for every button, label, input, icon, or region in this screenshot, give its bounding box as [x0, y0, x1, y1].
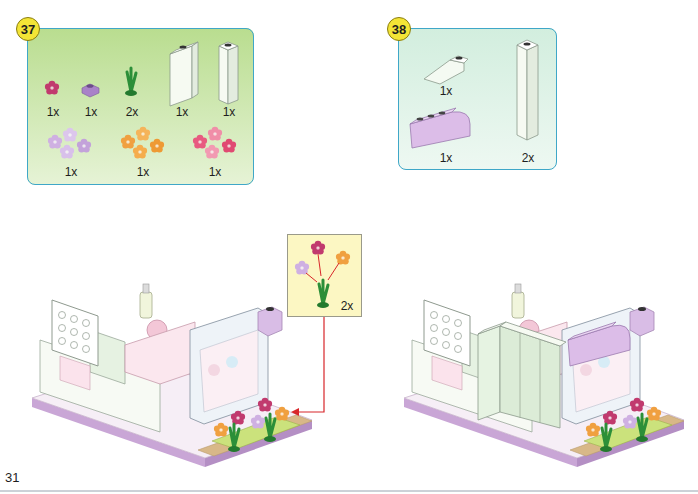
page-number: 31	[5, 471, 19, 484]
quantity-label: 1x	[440, 85, 453, 97]
quantity-label: 1x	[137, 166, 150, 178]
quantity-label: 1x	[223, 106, 236, 118]
quantity-label: 2x	[126, 106, 139, 118]
quantity-label: 1x	[65, 166, 78, 178]
quantity-label: 1x	[47, 106, 60, 118]
quantity-label: 2x	[522, 152, 535, 164]
quantity-label: 1x	[440, 152, 453, 164]
quantity-label: 1x	[176, 106, 189, 118]
parts-panel: 381x1x2x	[398, 28, 557, 170]
step-number: 38	[392, 23, 406, 36]
parts-panel: 371x1x2x1x1x1x1x1x	[27, 28, 254, 185]
quantity-label: 2x	[341, 300, 354, 312]
quantity-label: 1x	[85, 106, 98, 118]
step-number: 37	[21, 23, 35, 36]
step-number-badge: 38	[387, 17, 411, 41]
quantity-label: 1x	[209, 166, 222, 178]
step-number-badge: 37	[16, 17, 40, 41]
callout-box: 2x	[287, 234, 362, 317]
